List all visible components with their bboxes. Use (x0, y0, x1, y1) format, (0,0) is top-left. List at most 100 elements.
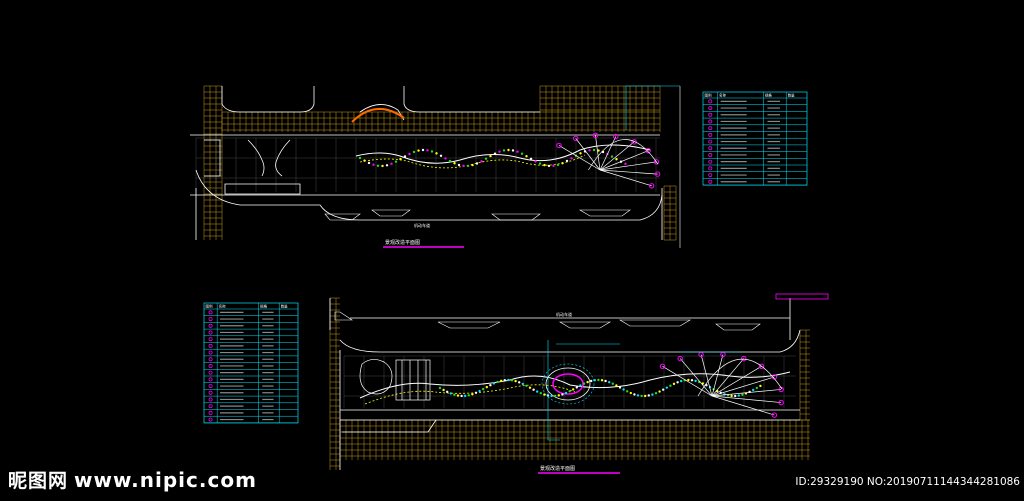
plant-mark (640, 394, 643, 398)
legend-symbol (208, 364, 213, 368)
planting-cluster-top (358, 148, 627, 168)
legend-table-top: 图例名称规格数量 (702, 91, 808, 186)
plant-mark (680, 379, 683, 383)
plant-mark (453, 162, 456, 165)
plant-mark (385, 164, 389, 167)
plant-mark (449, 392, 452, 395)
plant-mark (525, 154, 528, 158)
plant-mark (590, 379, 593, 383)
legend-symbol (708, 132, 713, 137)
legend-symbol (208, 390, 213, 395)
planting-cluster-bottom (438, 378, 762, 398)
plant-mark (600, 379, 604, 382)
plant-mark (597, 149, 600, 152)
plant-mark (734, 394, 737, 398)
plant-mark (500, 379, 503, 383)
plant-mark (448, 159, 452, 163)
plant-mark (565, 159, 569, 163)
plant-mark (478, 389, 481, 393)
plant-mark (514, 379, 517, 383)
legend-symbol (708, 112, 713, 117)
plant-mark (752, 388, 755, 392)
table-header: 名称 (219, 304, 226, 309)
plant-mark (484, 157, 488, 160)
plant-mark (510, 379, 514, 382)
plant-mark (737, 394, 740, 397)
plant-mark (669, 384, 672, 387)
fan-feature-top (556, 132, 661, 189)
winding-path-top (355, 144, 651, 164)
legend-symbol (708, 159, 713, 164)
legend-symbol (708, 179, 713, 184)
legend-symbol (208, 323, 213, 328)
table-header: 数量 (281, 304, 289, 309)
plant-mark (561, 162, 564, 165)
top-outline (190, 86, 663, 240)
plant-mark (572, 388, 575, 391)
plant-mark (474, 391, 478, 394)
plant-mark (629, 391, 632, 395)
plant-mark (485, 385, 488, 389)
plant-mark (390, 162, 393, 165)
plant-mark (480, 160, 483, 163)
plant-mark (672, 382, 676, 386)
plant-mark (399, 157, 402, 161)
plant-mark (403, 155, 407, 158)
image-id-text: ID:29329190 NO:20190711144344281086 (795, 476, 1020, 488)
plant-mark (358, 156, 362, 160)
plant-mark (521, 382, 524, 386)
plant-mark (408, 152, 411, 156)
plant-mark (615, 157, 618, 161)
plant-mark (647, 394, 650, 397)
plant-mark (376, 164, 380, 167)
bottom-outline (329, 298, 801, 470)
watermark-site: www.nipic.com (74, 467, 257, 492)
road-label-bottom: 机动车道 (556, 311, 572, 317)
plant-mark (516, 150, 519, 153)
legend-symbol (208, 397, 213, 402)
plant-mark (615, 384, 618, 387)
plant-mark (651, 393, 654, 396)
plant-mark (528, 386, 532, 389)
table-header: 规格 (260, 304, 267, 309)
plant-mark (456, 394, 460, 397)
watermark-brand: 昵图网 (8, 470, 69, 492)
legend-symbol (208, 357, 213, 362)
plant-mark (543, 163, 546, 167)
plant-mark (636, 394, 640, 397)
plant-mark (690, 378, 694, 382)
table-header: 图例 (206, 304, 213, 309)
legend-symbol (208, 317, 213, 321)
legend-symbol (208, 330, 213, 335)
plant-mark (759, 384, 762, 388)
plant-mark (435, 152, 438, 155)
plant-mark (471, 163, 474, 167)
plant-mark (536, 390, 539, 393)
drawing-title-top: 景观改造平面图 (385, 239, 420, 246)
plant-mark (622, 388, 625, 391)
legend-symbol (708, 119, 713, 124)
plant-mark (561, 393, 564, 396)
plant-mark (582, 382, 586, 385)
plant-mark (532, 388, 535, 391)
plant-mark (741, 393, 744, 396)
plant-mark (363, 159, 366, 162)
plant-mark (538, 162, 542, 165)
plant-mark (511, 149, 515, 152)
plant-mark (462, 164, 465, 168)
plant-mark (662, 388, 665, 391)
plant-mark (611, 382, 614, 385)
orange-arc-feature (351, 108, 405, 123)
plant-mark (626, 390, 629, 393)
plant-mark (453, 393, 456, 396)
plant-mark (534, 160, 537, 163)
legend-symbol (708, 106, 713, 111)
plant-mark (552, 164, 555, 168)
plant-mark (588, 149, 591, 152)
plant-mark (503, 378, 506, 382)
plant-mark (482, 387, 485, 391)
plant-mark (755, 386, 758, 390)
plant-mark (575, 386, 578, 389)
table-header: 名称 (719, 93, 727, 98)
plant-mark (507, 148, 510, 152)
